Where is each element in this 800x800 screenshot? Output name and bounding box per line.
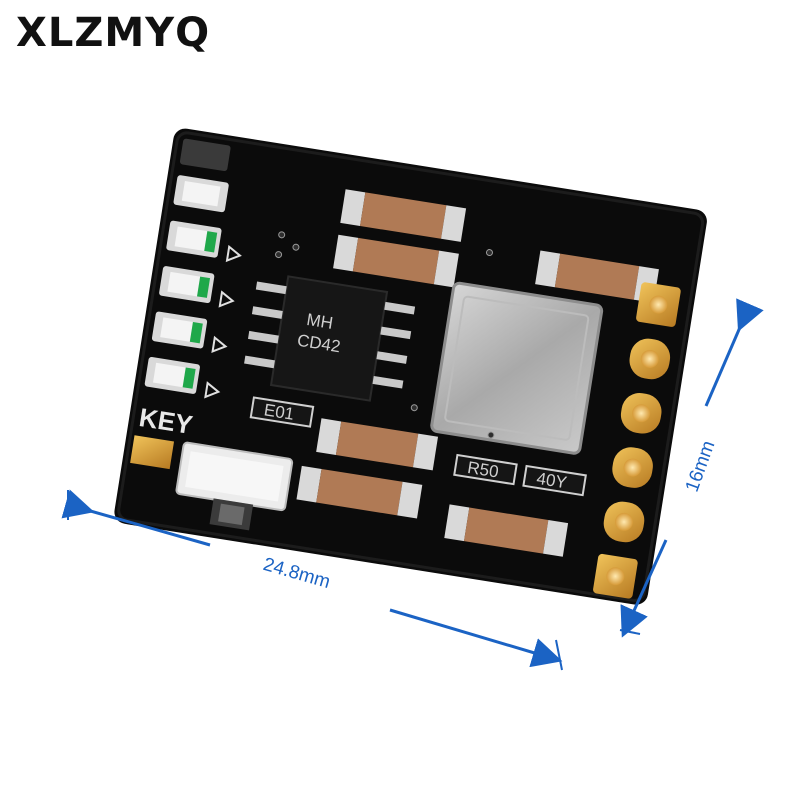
capacitor-top-2 — [333, 234, 459, 288]
height-label: 16mm — [682, 438, 720, 495]
key-pad — [130, 435, 175, 470]
resistor-e01: E01 — [249, 396, 315, 428]
capacitor-bottom-1 — [316, 418, 439, 471]
brand-logo-text: XLZMYQ — [16, 10, 211, 56]
inductor — [430, 281, 604, 455]
led-indicator-icon — [182, 367, 196, 389]
ic-chip: MH CD42 — [244, 275, 416, 402]
capacitor-bottom-3 — [444, 504, 569, 557]
led-indicator-icon — [204, 231, 218, 253]
width-label: 24.8mm — [261, 554, 333, 593]
slide-switch — [175, 441, 294, 531]
led-indicator-icon — [189, 322, 203, 344]
dimension-arrow-icon — [61, 489, 211, 547]
dimension-arrow-icon — [704, 298, 764, 407]
gold-pads — [593, 282, 681, 599]
dimension-arrow-icon — [620, 539, 668, 638]
resistor-e01-label: E01 — [263, 400, 296, 423]
led-indicator-icon — [197, 276, 211, 298]
resistor-40y-label: 40Y — [535, 469, 568, 492]
resistor-r50: R50 — [453, 453, 518, 486]
dimension-arrow-icon — [389, 608, 563, 668]
capacitor-top-1 — [340, 189, 467, 242]
capacitor-bottom-2 — [296, 465, 423, 519]
resistor-r50-label: R50 — [466, 458, 500, 482]
led-column — [144, 138, 242, 399]
pcb-board: KEY MH CD42 — [114, 128, 707, 605]
ic-marking-line1: MH — [305, 310, 334, 333]
resistor-40y: 40Y — [522, 464, 587, 497]
